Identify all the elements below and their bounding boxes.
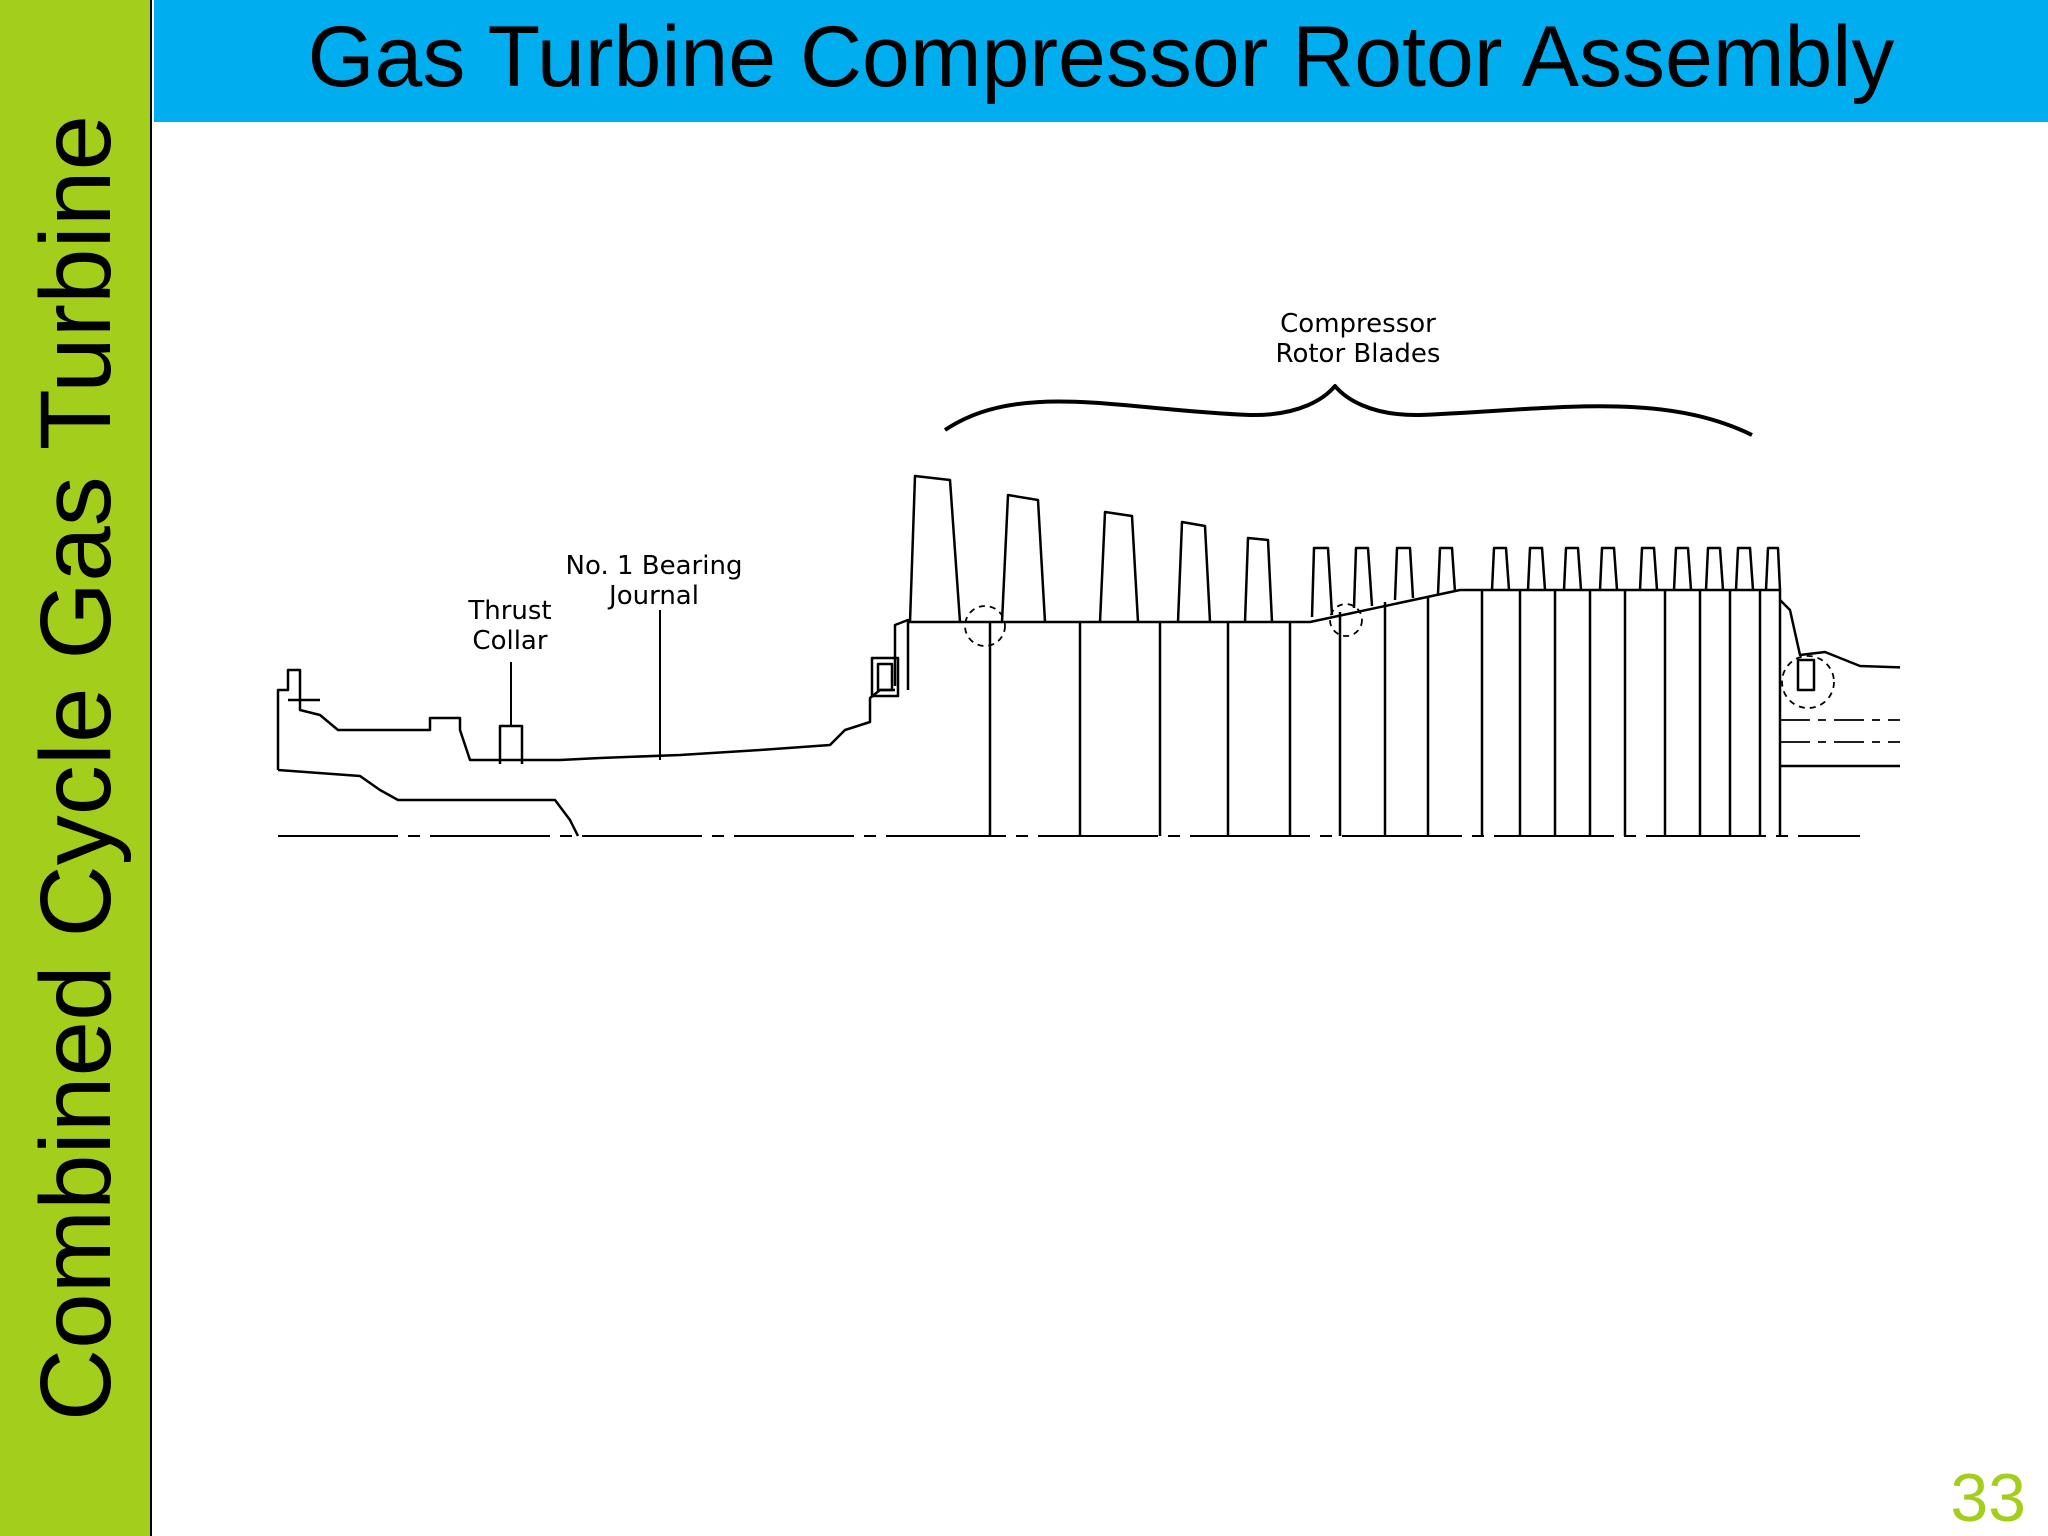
label-thrust-line2: Collar	[472, 626, 547, 656]
shaft-outline	[276, 668, 895, 762]
sidebar-title: Combined Cycle Gas Turbine	[20, 114, 132, 1422]
right-end	[1779, 599, 1900, 768]
label-bearing-line2: Journal	[607, 581, 699, 611]
thrust-collar	[498, 724, 524, 764]
title-bar: Gas Turbine Compressor Rotor Assembly	[154, 0, 2048, 122]
slide-title: Gas Turbine Compressor Rotor Assembly	[307, 9, 1895, 105]
hub-outline	[908, 588, 1782, 836]
page-number: 33	[1950, 1460, 2026, 1536]
detail-circles	[964, 603, 1835, 709]
label-thrust-line1: Thrust	[467, 596, 551, 626]
wheel-dividers	[988, 590, 1762, 836]
label-blades-line2: Rotor Blades	[1276, 339, 1441, 369]
label-bearing-line1: No. 1 Bearing	[566, 551, 743, 581]
compressor-rotor-diagram: Compressor Rotor Blades No. 1 Bearing Jo…	[276, 309, 1900, 837]
blades-brace	[943, 384, 1753, 437]
rotor-blades	[908, 474, 1782, 623]
label-blades-line1: Compressor	[1280, 309, 1436, 339]
bearing-block	[870, 656, 900, 698]
sidebar: Combined Cycle Gas Turbine	[0, 0, 152, 1536]
rear-bearing-block	[1796, 658, 1816, 692]
